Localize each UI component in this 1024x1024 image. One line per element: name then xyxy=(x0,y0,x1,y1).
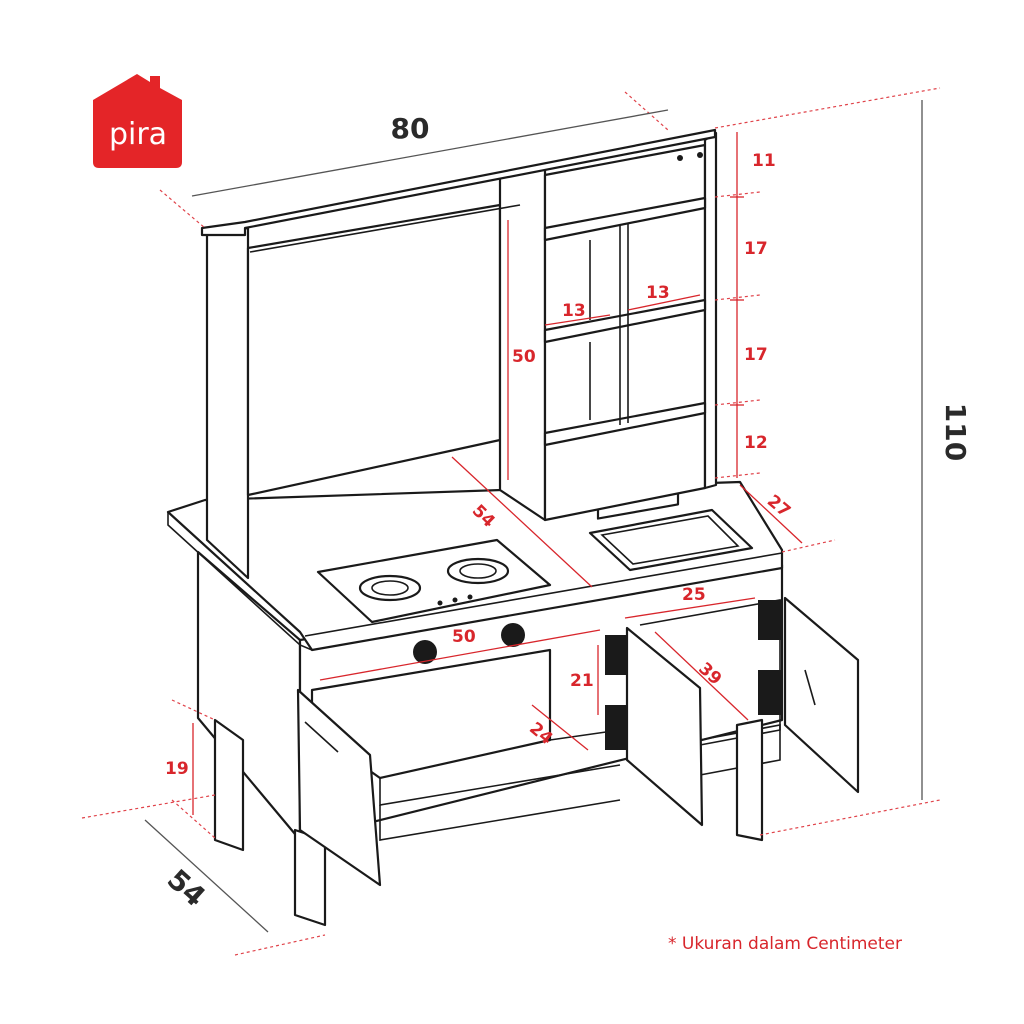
dim-cubby-left: 13 xyxy=(562,301,586,321)
dim-door-height: 21 xyxy=(570,671,594,691)
dim-right-cabinet-width: 25 xyxy=(682,585,706,605)
dim-backboard: 50 xyxy=(512,347,536,367)
dim-shelf-3: 17 xyxy=(744,345,768,365)
pira-logo: pira xyxy=(93,74,182,168)
dim-height-label: 110 xyxy=(939,403,972,461)
dim-shelf-depth: 27 xyxy=(763,491,794,522)
dim-leg-height: 19 xyxy=(165,759,189,779)
dim-width-label: 80 xyxy=(391,112,430,145)
dim-shelf-2: 17 xyxy=(744,239,768,259)
dim-shelf-top: 11 xyxy=(752,151,776,171)
dim-shelf-4: 12 xyxy=(744,433,768,453)
kitchen-outline xyxy=(166,128,860,927)
dim-cubby-right: 13 xyxy=(646,283,670,303)
dim-left-cabinet-width: 50 xyxy=(452,627,476,647)
dimension-lines xyxy=(144,100,923,933)
guide-lines xyxy=(81,87,941,956)
dim-depth-label: 54 xyxy=(161,863,212,914)
units-footnote: * Ukuran dalam Centimeter xyxy=(668,934,902,954)
logo-text: pira xyxy=(109,117,167,152)
